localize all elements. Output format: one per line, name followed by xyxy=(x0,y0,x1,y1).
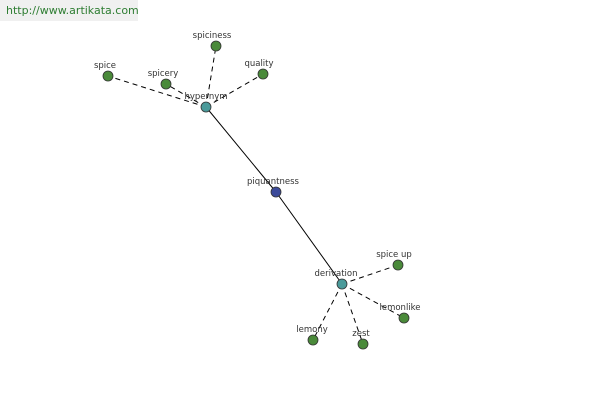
node-zest[interactable]: zest xyxy=(352,329,370,350)
node-label-spice[interactable]: spice xyxy=(94,61,116,71)
node-spice[interactable]: spice xyxy=(94,61,116,82)
node-spicery[interactable]: spicery xyxy=(148,69,179,90)
node-hypernym[interactable]: hypernym xyxy=(184,92,228,113)
node-circle-lemonlike[interactable] xyxy=(398,312,410,324)
node-piquantness[interactable]: piquantness xyxy=(247,177,300,198)
node-quality[interactable]: quality xyxy=(244,59,274,80)
node-lemony[interactable]: lemony xyxy=(296,325,328,346)
edge-hypernym-quality xyxy=(205,73,264,108)
edge-derivation-lemonlike xyxy=(341,283,405,319)
edge-hypernym-spiciness xyxy=(205,45,217,108)
node-lemonlike[interactable]: lemonlike xyxy=(379,303,421,324)
node-circle-quality[interactable] xyxy=(257,68,269,80)
node-circle-zest[interactable] xyxy=(357,338,369,350)
node-label-lemonlike[interactable]: lemonlike xyxy=(379,303,420,313)
edge-hypernym-spice xyxy=(107,75,207,108)
node-spice-up[interactable]: spice up xyxy=(376,250,412,271)
node-circle-lemony[interactable] xyxy=(307,334,319,346)
node-circle-spicery[interactable] xyxy=(160,78,172,90)
node-label-lemony[interactable]: lemony xyxy=(296,325,328,335)
edge-derivation-lemony xyxy=(312,283,343,341)
node-label-zest[interactable]: zest xyxy=(352,329,370,339)
node-circle-spice[interactable] xyxy=(102,70,114,82)
node-label-quality[interactable]: quality xyxy=(244,59,273,69)
node-label-spice-up[interactable]: spice up xyxy=(376,250,412,260)
edge-derivation-spice-up xyxy=(341,264,399,285)
edge-piquantness-derivation xyxy=(275,191,343,285)
edge-hypernym-spicery xyxy=(165,83,207,108)
node-label-spicery[interactable]: spicery xyxy=(148,69,179,79)
edge-derivation-zest xyxy=(341,283,364,345)
edge-piquantness-hypernym xyxy=(205,106,277,193)
node-circle-hypernym[interactable] xyxy=(200,101,212,113)
node-circle-spiciness[interactable] xyxy=(210,40,222,52)
node-label-derivation[interactable]: derivation xyxy=(314,269,357,279)
node-spiciness[interactable]: spiciness xyxy=(193,31,232,52)
watermark-url: http://www.artikata.com xyxy=(0,0,139,21)
node-circle-spice-up[interactable] xyxy=(392,259,404,271)
node-label-piquantness[interactable]: piquantness xyxy=(247,177,300,187)
node-label-hypernym[interactable]: hypernym xyxy=(184,92,227,102)
node-circle-derivation[interactable] xyxy=(336,278,348,290)
graph-nodes: piquantness hypernym derivation spice spicer… xyxy=(94,31,421,350)
node-derivation[interactable]: derivation xyxy=(314,269,358,290)
node-circle-piquantness[interactable] xyxy=(270,186,282,198)
node-label-spiciness[interactable]: spiciness xyxy=(193,31,232,41)
graph-edges xyxy=(107,45,405,345)
